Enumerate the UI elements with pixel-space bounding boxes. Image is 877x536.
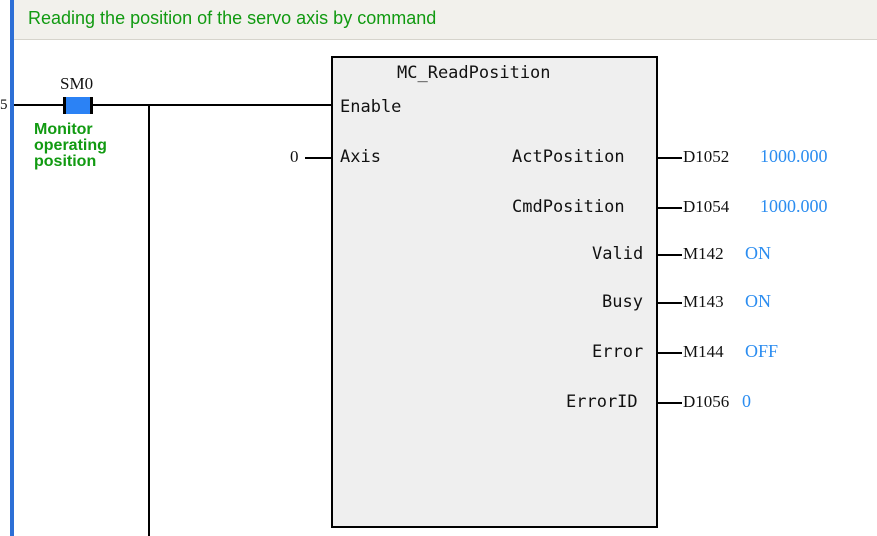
rung-number: 5	[0, 97, 8, 113]
output-address-errorid[interactable]: D1056	[683, 392, 730, 411]
pin-valid-label: Valid	[592, 244, 644, 264]
function-block-mc-readposition[interactable]	[331, 56, 658, 528]
monitor-value-errorid: 0	[742, 391, 751, 411]
output-wire	[658, 402, 682, 404]
rung-comment: Reading the position of the servo axis b…	[28, 8, 437, 28]
axis-input-value[interactable]: 0	[290, 147, 299, 166]
monitor-value-valid: ON	[745, 243, 771, 263]
pin-axis-label: Axis	[340, 147, 381, 167]
pin-errorid-label: ErrorID	[566, 392, 638, 412]
output-wire	[658, 207, 682, 209]
rung-wire-left	[14, 104, 66, 106]
monitor-value-actposition: 1000.000	[760, 146, 828, 166]
monitor-value-error: OFF	[745, 341, 779, 361]
pin-busy-label: Busy	[602, 292, 643, 312]
function-block-title: MC_ReadPosition	[397, 63, 551, 83]
output-address-error[interactable]: M144	[683, 342, 724, 361]
output-address-valid[interactable]: M142	[683, 244, 724, 263]
axis-input-wire	[305, 157, 331, 159]
output-wire	[658, 302, 682, 304]
contact-comment: Monitor operating position	[34, 122, 107, 170]
output-wire	[658, 157, 682, 159]
monitor-value-busy: ON	[745, 291, 771, 311]
output-address-busy[interactable]: M143	[683, 292, 724, 311]
contact-comment-line-1: Monitor	[34, 121, 93, 138]
branch-vertical-wire	[148, 104, 150, 536]
output-wire	[658, 254, 682, 256]
output-wire	[658, 352, 682, 354]
pin-enable-label: Enable	[340, 97, 402, 117]
pin-actposition-label: ActPosition	[512, 147, 625, 167]
output-address-actposition[interactable]: D1052	[683, 147, 730, 166]
sm0-contact[interactable]	[63, 97, 93, 114]
contact-address: SM0	[60, 74, 94, 93]
pin-error-label: Error	[592, 342, 644, 362]
rung-wire-right	[93, 104, 331, 106]
pin-cmdposition-label: CmdPosition	[512, 197, 625, 217]
contact-comment-line-3: position	[34, 153, 97, 170]
output-address-cmdposition[interactable]: D1054	[683, 197, 730, 216]
monitor-value-cmdposition: 1000.000	[760, 196, 828, 216]
contact-comment-line-2: operating	[34, 137, 107, 154]
left-power-rail	[10, 0, 14, 536]
rung-comment-bar[interactable]	[10, 0, 877, 40]
